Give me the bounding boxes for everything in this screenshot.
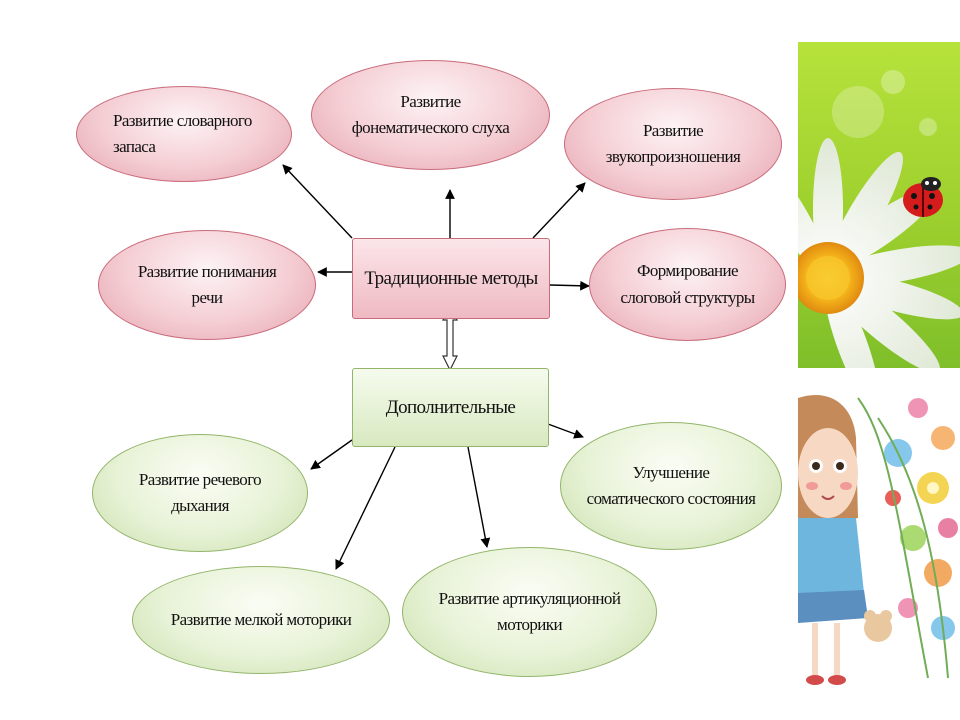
node-pronunciation-line-2: звукопроизношения	[605, 147, 741, 166]
additional-methods-label: Дополнительные	[385, 396, 516, 418]
node-syllable-line-2: слоговой структуры	[620, 287, 755, 307]
node-vocabulary-line-1: Развитие словарного	[113, 110, 252, 130]
node-breathing-line-2: дыхания	[171, 496, 229, 515]
node-comprehension: Развитие понимания речи	[98, 230, 316, 340]
node-fine-motor: Развитие мелкой моторики	[132, 566, 390, 674]
daisy-icon	[798, 42, 960, 368]
node-articulation-line-1: Развитие артикуляционной	[438, 588, 621, 608]
arrow-to-pronunciation	[532, 182, 586, 239]
traditional-methods-box: Традиционные методы	[352, 238, 550, 319]
node-vocabulary: Развитие словарного запаса	[76, 86, 292, 182]
node-breathing: Развитие речевого дыхания	[92, 434, 308, 552]
node-fine-motor-line-1: Развитие мелкой моторики	[170, 609, 352, 629]
node-syllable: Формирование слоговой структуры	[589, 228, 786, 341]
node-somatic: Улучшение соматического состояния	[560, 422, 782, 550]
node-comprehension-line-1: Развитие понимания	[137, 261, 277, 281]
arrow-to-vocabulary	[282, 164, 353, 239]
node-comprehension-line-2: речи	[191, 288, 223, 307]
node-pronunciation-line-1: Развитие	[642, 120, 704, 140]
arrow-to-somatic	[547, 423, 584, 439]
node-pronunciation: Развитие звукопроизношения	[564, 88, 782, 200]
node-articulation-line-2: моторики	[497, 615, 563, 634]
traditional-methods-label: Традиционные методы	[364, 267, 538, 289]
daisy-ladybug-image	[798, 42, 960, 368]
girl-icon	[798, 394, 958, 685]
arrow-to-articulation	[467, 446, 491, 548]
node-vocabulary-line-2: запаса	[113, 137, 156, 156]
node-articulation: Развитие артикуляционной моторики	[402, 547, 657, 677]
node-breathing-line-1: Развитие речевого	[138, 469, 262, 489]
node-somatic-line-1: Улучшение	[632, 462, 710, 482]
arrow-to-syllable	[549, 280, 590, 291]
node-phonemic-line-2: фонематического слуха	[351, 118, 510, 137]
ladybug-icon	[903, 177, 943, 217]
girl-flowers-image	[798, 378, 960, 696]
node-phonemic-line-1: Развитие	[400, 91, 461, 111]
arrow-to-fine-motor	[335, 446, 396, 570]
node-phonemic: Развитие фонематического слуха	[311, 60, 550, 170]
additional-methods-box: Дополнительные	[352, 368, 549, 447]
node-somatic-line-2: соматического состояния	[586, 489, 756, 508]
arrow-to-breathing	[310, 439, 353, 470]
node-syllable-line-1: Формирование	[637, 261, 739, 281]
